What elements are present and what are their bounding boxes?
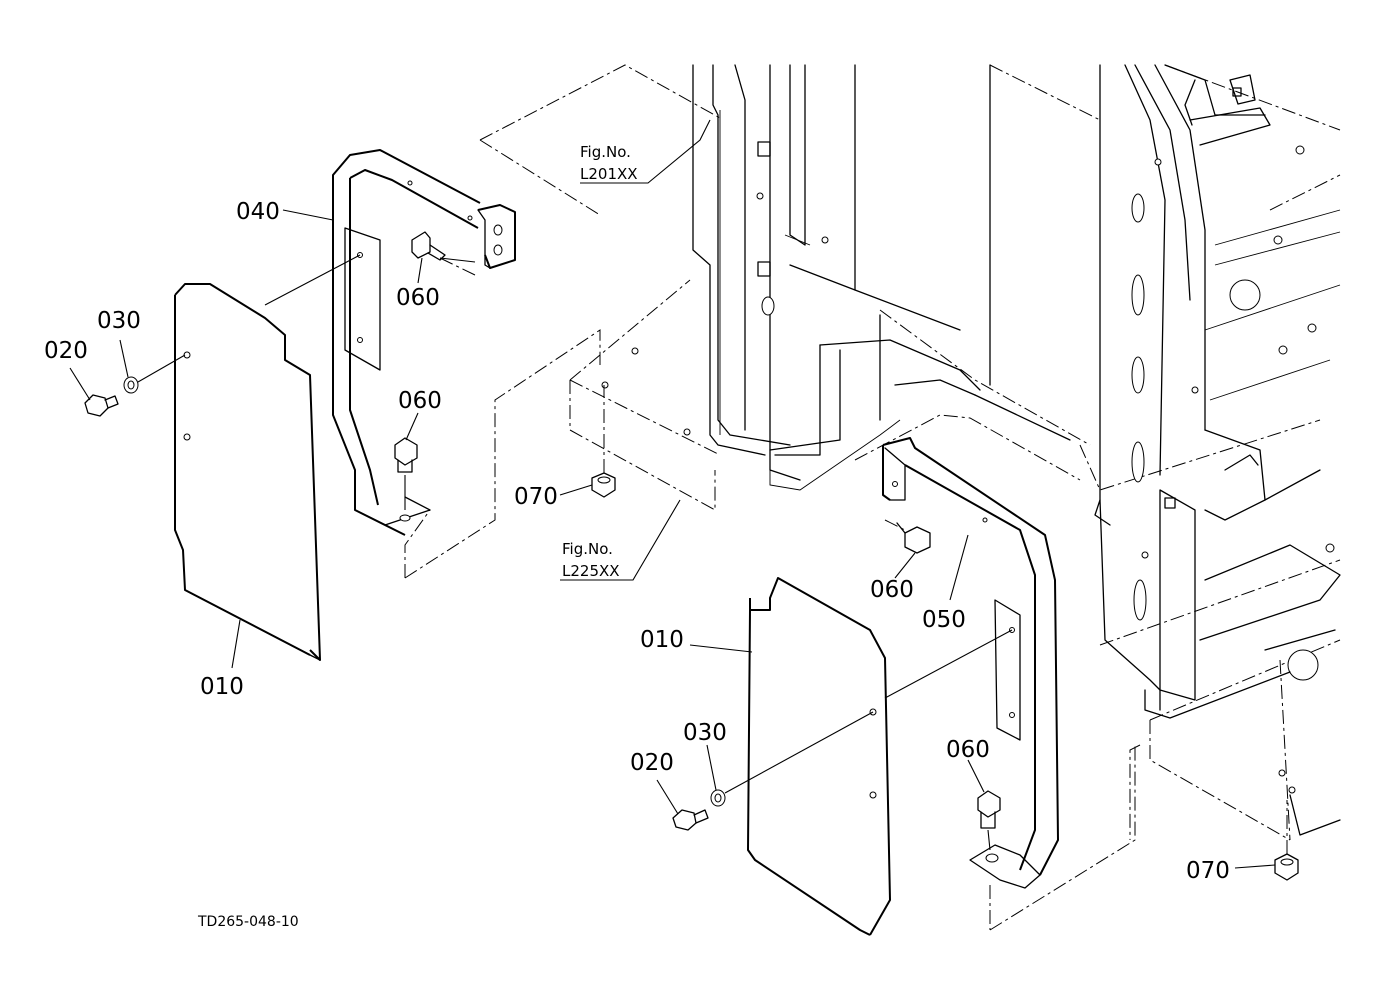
label-060-top: 060 [396, 285, 440, 311]
right-assembly [672, 414, 1299, 936]
figure-ref-leaders [560, 119, 711, 581]
figure-ref-2-title: Fig.No. [562, 540, 613, 558]
bolt-020-left [84, 394, 119, 417]
bolt-060-mid [394, 437, 418, 510]
label-010-right: 010 [640, 627, 684, 653]
nut-070-mid [591, 385, 616, 498]
washer-030-right [710, 711, 874, 807]
figure-ref-2-code: L225XX [562, 562, 620, 580]
part-labels: 040 030 020 060 060 070 010 010 050 060 … [44, 199, 1230, 884]
washer-030-left [123, 354, 186, 394]
nut-070-right [1274, 800, 1299, 881]
figure-references: Fig.No. L201XX Fig.No. L225XX [562, 143, 638, 580]
label-010-left: 010 [200, 674, 244, 700]
label-leaders [69, 209, 1276, 869]
label-020-right: 020 [630, 750, 674, 776]
label-050: 050 [922, 607, 966, 633]
drawing-code: TD265-048-10 [197, 914, 299, 930]
bolt-020-right [672, 809, 709, 831]
label-070-mid: 070 [514, 484, 558, 510]
machine-frame [479, 64, 1341, 841]
label-060-right-low: 060 [946, 737, 990, 763]
label-040: 040 [236, 199, 280, 225]
label-070-right: 070 [1186, 858, 1230, 884]
label-060-mid: 060 [398, 388, 442, 414]
bolt-060-top [411, 231, 476, 263]
left-assembly [84, 149, 616, 661]
label-020-left: 020 [44, 338, 88, 364]
bolt-060-right-mid [896, 522, 931, 554]
label-030-left: 030 [97, 308, 141, 334]
label-030-right: 030 [683, 720, 727, 746]
figure-ref-1-code: L201XX [580, 165, 638, 183]
figure-ref-1-title: Fig.No. [580, 143, 631, 161]
bolt-060-right-low [977, 790, 1001, 851]
label-060-right-mid: 060 [870, 577, 914, 603]
